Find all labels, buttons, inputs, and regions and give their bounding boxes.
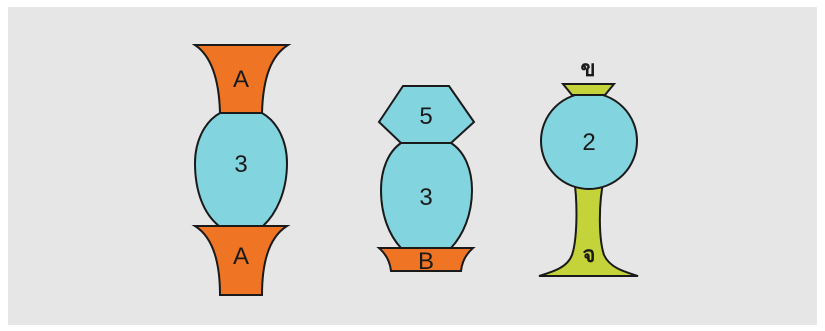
- vase-3-body-label: 2: [582, 129, 595, 156]
- vase-1-base-label: A: [233, 243, 249, 270]
- vase-1-top-label: A: [233, 66, 249, 93]
- vase-1-body-label: 3: [234, 151, 247, 178]
- vase-2-top-label: 5: [419, 103, 432, 130]
- vase-2-body-label: 3: [419, 184, 432, 211]
- vase-3-rim-label: ข: [580, 57, 595, 82]
- vase-2-base-label: B: [418, 248, 434, 275]
- vase-3-stem-label: จ: [583, 243, 596, 268]
- vase-3-rim: [563, 84, 614, 95]
